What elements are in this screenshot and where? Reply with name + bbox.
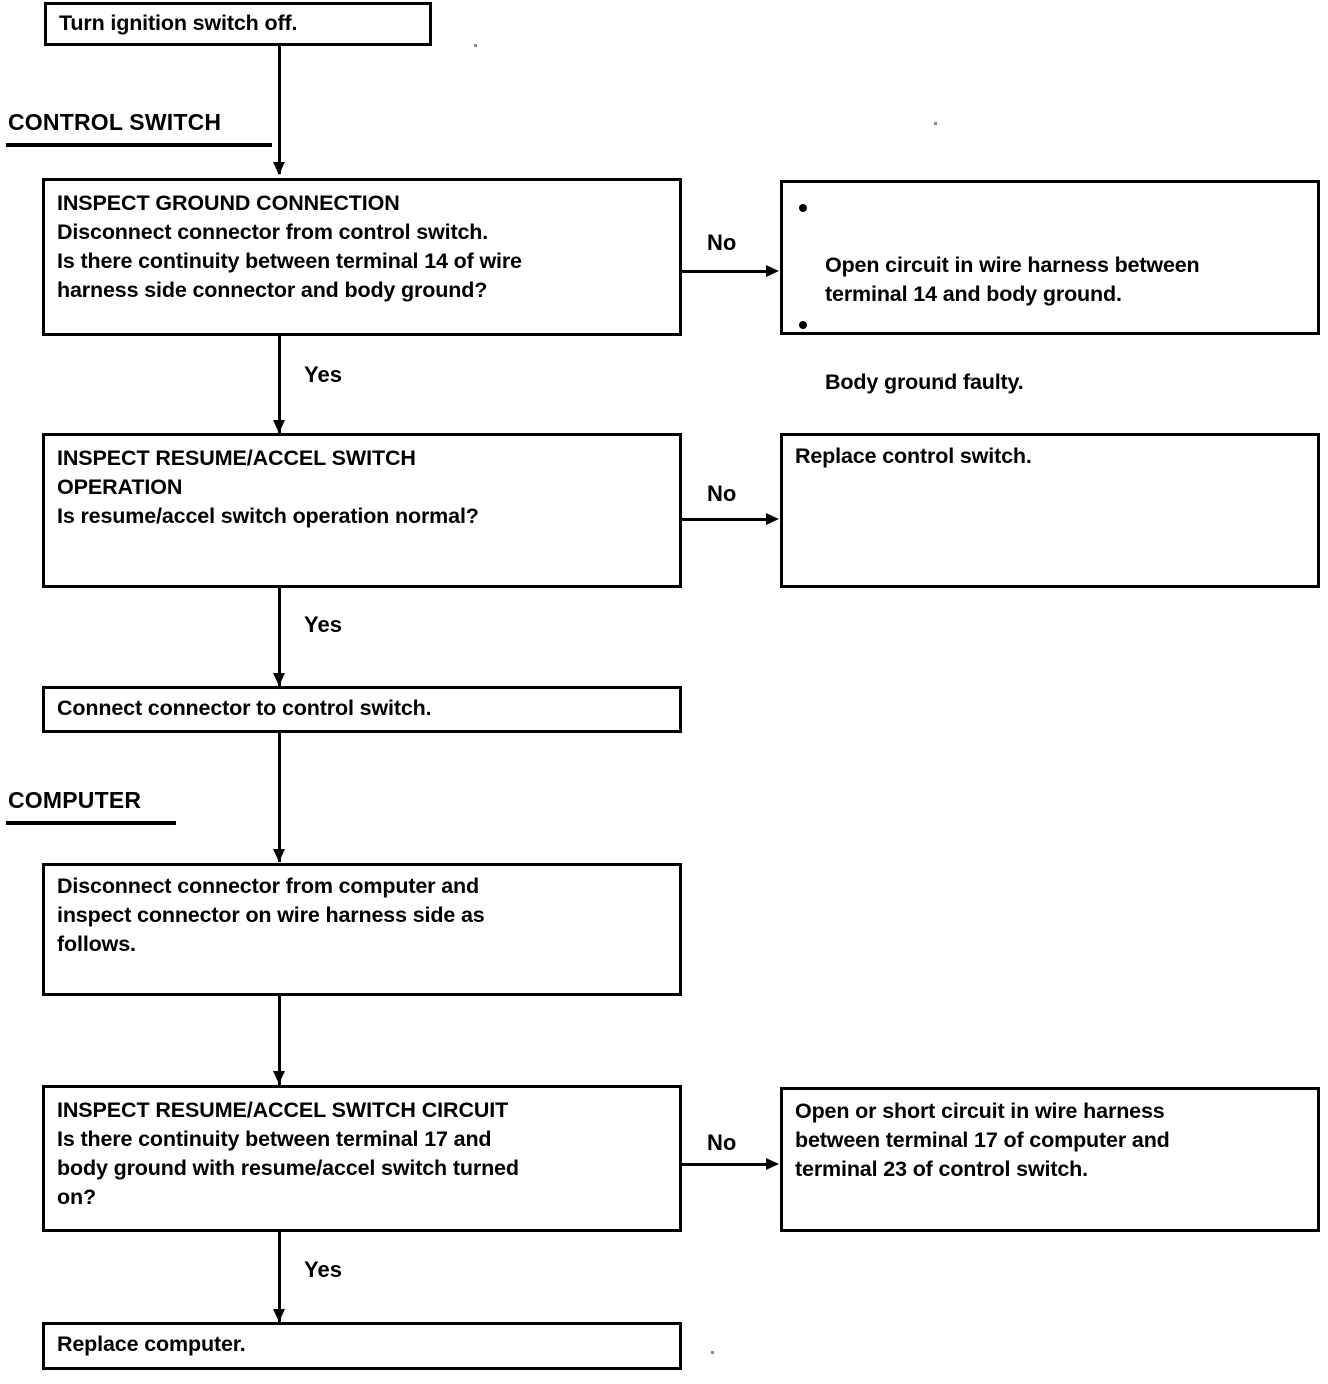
connector-disconnect-to-circuit — [278, 996, 281, 1085]
arrowhead-ground-yes — [273, 420, 285, 433]
scan-speck — [934, 122, 937, 125]
scan-speck — [969, 377, 972, 380]
node-inspect-ground-body: Disconnect connector from control switch… — [57, 220, 522, 302]
edge-label-yes-3: Yes — [304, 1257, 342, 1282]
node-circuit-fault-text: Open or short circuit in wire harness be… — [795, 1099, 1170, 1181]
edge-label-yes-1: Yes — [304, 362, 342, 387]
arrowhead-circuit-yes — [273, 1309, 285, 1322]
scan-speck — [711, 1351, 714, 1354]
arrowhead-start-to-ground — [273, 162, 285, 175]
connector-circuit-no — [682, 1163, 774, 1166]
node-replace-control-switch: Replace control switch. — [780, 433, 1320, 588]
node-inspect-ground-connection: INSPECT GROUND CONNECTION Disconnect con… — [42, 178, 682, 336]
list-item: Open circuit in wire harness between ter… — [795, 193, 1305, 309]
arrowhead-circuit-no — [766, 1158, 779, 1170]
edge-label-no-3: No — [707, 1130, 737, 1155]
node-inspect-ground-title: INSPECT GROUND CONNECTION — [57, 191, 400, 215]
node-inspect-resume-operation: INSPECT RESUME/ACCEL SWITCH OPERATION Is… — [42, 433, 682, 588]
arrowhead-disconnect-to-circuit — [273, 1071, 285, 1084]
edge-label-yes-2: Yes — [304, 612, 342, 637]
node-disconnect-computer-text: Disconnect connector from computer and i… — [57, 874, 485, 956]
connector-resume-operation-yes — [278, 588, 281, 686]
node-start: Turn ignition switch off. — [44, 2, 432, 46]
arrowhead-ground-no — [766, 265, 779, 277]
ground-fault-list: Open circuit in wire harness between ter… — [795, 193, 1305, 397]
node-replace-control-switch-text: Replace control switch. — [795, 444, 1032, 468]
connector-circuit-yes — [278, 1232, 281, 1322]
node-start-text: Turn ignition switch off. — [59, 11, 298, 35]
node-circuit-fault: Open or short circuit in wire harness be… — [780, 1087, 1320, 1232]
arrowhead-connect-to-disconnect — [273, 849, 285, 862]
connector-connect-to-disconnect — [278, 733, 281, 862]
arrowhead-resume-operation-yes — [273, 673, 285, 686]
section-label-computer: COMPUTER — [8, 787, 142, 813]
connector-start-to-ground — [278, 46, 281, 174]
node-connect-connector: Connect connector to control switch. — [42, 686, 682, 733]
edge-label-no-2: No — [707, 481, 737, 506]
section-rule-computer — [6, 821, 176, 825]
edge-label-no-1: No — [707, 230, 737, 255]
connector-ground-yes — [278, 336, 281, 433]
connector-ground-no — [682, 270, 774, 273]
node-disconnect-computer: Disconnect connector from computer and i… — [42, 863, 682, 996]
node-inspect-resume-circuit-body: Is there continuity between terminal 17 … — [57, 1127, 519, 1209]
scan-speck — [474, 44, 477, 47]
node-connect-connector-text: Connect connector to control switch. — [57, 696, 432, 720]
node-inspect-resume-operation-body: Is resume/accel switch operation normal? — [57, 504, 479, 528]
arrowhead-resume-operation-no — [766, 513, 779, 525]
scan-speck — [940, 377, 943, 380]
node-inspect-resume-operation-title: INSPECT RESUME/ACCEL SWITCH OPERATION — [57, 446, 416, 499]
section-label-control-switch: CONTROL SWITCH — [8, 109, 222, 135]
bullet-dot-icon — [799, 204, 807, 212]
list-item-text: Body ground faulty. — [825, 370, 1024, 394]
node-inspect-resume-circuit-title: INSPECT RESUME/ACCEL SWITCH CIRCUIT — [57, 1098, 509, 1122]
node-replace-computer: Replace computer. — [42, 1322, 682, 1370]
list-item: Body ground faulty. — [795, 310, 1305, 397]
section-rule-control-switch — [6, 143, 272, 147]
bullet-dot-icon — [799, 321, 807, 329]
node-inspect-resume-circuit: INSPECT RESUME/ACCEL SWITCH CIRCUIT Is t… — [42, 1085, 682, 1232]
list-item-text: Open circuit in wire harness between ter… — [825, 253, 1200, 306]
connector-resume-operation-no — [682, 518, 774, 521]
node-ground-fault-causes: Open circuit in wire harness between ter… — [780, 180, 1320, 394]
node-replace-computer-text: Replace computer. — [57, 1332, 246, 1356]
